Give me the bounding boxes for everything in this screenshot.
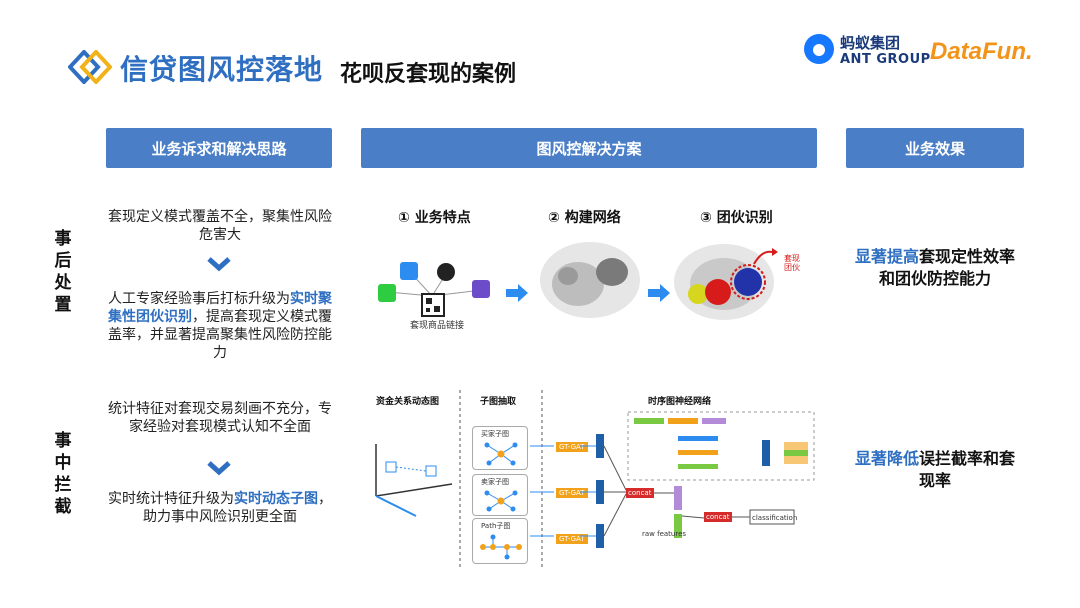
- mid-solution-text: 实时统计特征升级为实时动态子图，助力事中风险识别更全面: [108, 491, 332, 525]
- post-problem-text: 套现定义模式覆盖不全，聚集性风险危害大: [108, 209, 332, 243]
- section-title-subgraph: 子图抽取: [480, 397, 517, 407]
- ant-group-logo: 蚂蚁集团 ANT GROUP: [804, 32, 930, 72]
- column-header-solution: 图风控解决方案: [361, 128, 817, 168]
- subgraph-icon: [484, 442, 518, 466]
- row-label-post: 事后处置: [54, 229, 72, 315]
- concat-label: concat: [628, 489, 652, 497]
- page-subtitle: 花呗反套现的案例: [340, 62, 517, 87]
- seller-subgraph-box: 卖家子图: [472, 474, 528, 516]
- divider: [459, 390, 461, 568]
- column-header-requirements: 业务诉求和解决思路: [106, 128, 332, 168]
- datafun-logo: DataFun.: [930, 38, 1033, 65]
- section-title-dynamic-graph: 资金关系动态图: [376, 397, 440, 407]
- chevron-down-icon: [207, 461, 231, 476]
- step1-caption: 套现商品链接: [410, 321, 465, 331]
- gang-tag: 套现团伙: [784, 254, 800, 272]
- concat-label: concat: [706, 513, 730, 521]
- chevron-down-icon: [207, 257, 231, 272]
- classification-label: classification: [752, 514, 798, 522]
- network-graph-illustration: [540, 242, 640, 318]
- raw-features-label: raw features: [642, 530, 687, 538]
- buyer-subgraph-box: 买家子图: [472, 426, 528, 470]
- page-title: 信贷图风控落地: [120, 53, 324, 86]
- gat-block: GT-GAT: [556, 442, 588, 452]
- row-label-mid: 事中拦截: [54, 431, 72, 517]
- arrow-right-icon: [506, 284, 528, 302]
- step-gang-detection: ③ 团伙识别: [700, 210, 773, 226]
- temporal-gnn-diagram: [530, 411, 815, 548]
- social-apps-illustration: [378, 262, 490, 317]
- gat-block: GT-GAT: [556, 534, 588, 544]
- mid-problem-text: 统计特征对套现交易刻画不充分，专家经验对套现模式认知不全面: [108, 401, 332, 435]
- step-build-network: ② 构建网络: [548, 210, 621, 226]
- gat-block: GT-GAT: [556, 488, 588, 498]
- subgraph-icon: [480, 534, 522, 560]
- step-business-features: ① 业务特点: [398, 210, 471, 226]
- post-effect-text: 显著提高套现定性效率和团伙防控能力: [854, 247, 1016, 288]
- arrow-right-icon: [648, 284, 670, 302]
- gang-detection-illustration: [674, 244, 778, 320]
- ant-logo-icon: [804, 34, 834, 64]
- dynamic-graph-illustration: [375, 444, 453, 517]
- mid-effect-text: 显著降低误拦截率和套现率: [854, 449, 1016, 490]
- post-solution-text: 人工专家经验事后打标升级为实时聚集性团伙识别，提高套现定义模式覆盖率，并显著提高…: [108, 291, 332, 361]
- column-header-effect: 业务效果: [846, 128, 1024, 168]
- diamond-logo-icon: [68, 50, 112, 84]
- path-subgraph-box: Path子图: [472, 518, 528, 564]
- subgraph-icon: [484, 490, 518, 512]
- section-title-temporal-gnn: 时序图神经网络: [648, 397, 712, 407]
